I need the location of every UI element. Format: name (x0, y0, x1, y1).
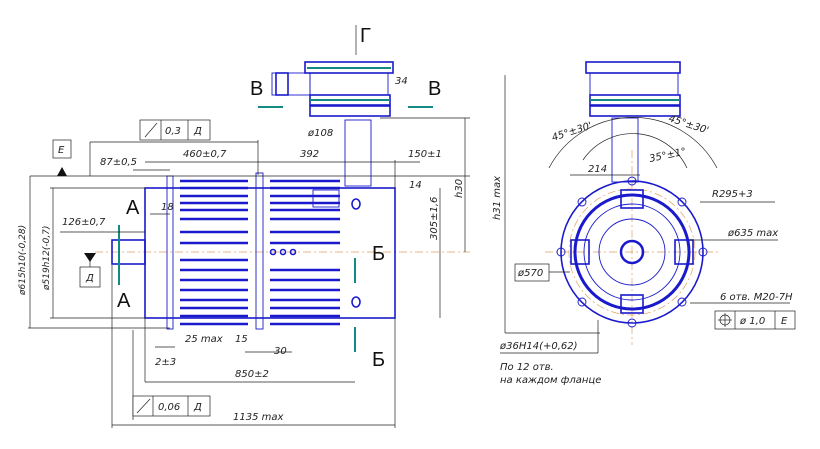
runout-icon (136, 398, 151, 414)
datum-triangle-icon (84, 253, 96, 262)
position-datum: Е (781, 316, 788, 327)
runout-tolerance-bottom: 0,06 Д (132, 395, 211, 417)
dim-519: ø519h12(-0,7) (42, 226, 52, 291)
runout-bottom-datum: Д (193, 402, 202, 413)
bolt (351, 198, 361, 210)
section-a-bottom-label: А (117, 290, 131, 312)
dim-305: 305±1,6 (429, 197, 440, 240)
shaft-end (619, 239, 645, 265)
note-per-flange: на каждом фланце (500, 375, 601, 386)
terminal-box-side (271, 61, 394, 187)
terminal-box-end (585, 61, 681, 183)
dim-2: 2±3 (155, 357, 176, 368)
dim-570: ø570 (517, 268, 543, 279)
dim-35: 35°±1° (648, 146, 687, 165)
runout-top-value: 0,3 (165, 126, 181, 137)
svg-text:Е: Е (58, 145, 65, 156)
dim-14: 14 (409, 180, 422, 191)
dim-87: 87±0,5 (100, 157, 137, 168)
holes-note: 6 отв. M20-7H (720, 292, 793, 303)
dim-570-frame (514, 263, 550, 282)
outer-flange (560, 180, 704, 324)
end-dimension-lines (500, 75, 790, 354)
dim-30: 30 (274, 346, 287, 357)
dim-108: ø108 (307, 128, 333, 139)
front-flange (166, 175, 174, 330)
dim-214: 214 (588, 164, 607, 175)
dim-h30: h30 (454, 179, 465, 198)
terminal-dots (269, 248, 297, 256)
section-b-top-label: Б (372, 243, 385, 265)
terminal-blocks (570, 189, 694, 314)
cooling-fins-right (270, 179, 340, 326)
dim-r295: R295+3 (712, 189, 753, 200)
runout-bottom-value: 0,06 (158, 402, 180, 413)
dim-18: 18 (161, 202, 174, 213)
runout-icon (144, 122, 158, 138)
lifting-eye (312, 189, 340, 208)
mid-flange (255, 172, 264, 330)
dim-h31: h31 max (492, 176, 503, 220)
end-view: ø 1,0 Е ø570 h31 max 45°±30' 45°±30' 214… (492, 61, 796, 386)
position-value: ø 1,0 (739, 316, 765, 327)
section-v-right-label: В (428, 78, 441, 100)
section-g-label: Г (360, 25, 371, 47)
datum-triangle-icon (57, 167, 67, 176)
datum-e: Е (52, 139, 72, 176)
dim-25: 25 max (185, 334, 223, 345)
dim-460: 460±0,7 (183, 149, 227, 160)
note-holes-count: По 12 отв. (500, 362, 554, 373)
side-view: 0,3 Д 0,06 Д Е Д В В Г А А Б Б 87±0,5 46… (18, 25, 470, 428)
shaft (111, 239, 146, 265)
side-dimension-lines (28, 117, 470, 428)
section-v-left-label: В (250, 78, 263, 100)
dim-1135: 1135 max (233, 412, 283, 423)
dim-45-left: 45°±30' (551, 121, 594, 144)
dim-34: 34 (395, 76, 408, 87)
dim-850: 850±2 (235, 369, 269, 380)
cooling-fins-left (180, 179, 248, 326)
dim-15: 15 (235, 334, 248, 345)
dim-635: ø635 max (727, 228, 778, 239)
section-a-top-label: А (126, 197, 140, 219)
section-b-bottom-label: Б (372, 349, 385, 371)
runout-tolerance-top: 0,3 Д (139, 119, 211, 141)
dim-150: 150±1 (408, 149, 442, 160)
runout-top-datum: Д (193, 126, 202, 137)
bolt (351, 296, 361, 308)
dim-615: ø615h10(-0,28) (18, 225, 28, 296)
dim-392: 392 (300, 149, 319, 160)
bolt-holes (556, 176, 708, 328)
svg-text:Д: Д (85, 273, 94, 284)
dim-45-right: 45°±30' (667, 113, 710, 136)
dim-126: 126±0,7 (62, 217, 106, 228)
position-tolerance: ø 1,0 Е (714, 310, 796, 330)
datum-d: Д (79, 253, 101, 288)
dim-36: ø36H14(+0,62) (499, 341, 578, 352)
